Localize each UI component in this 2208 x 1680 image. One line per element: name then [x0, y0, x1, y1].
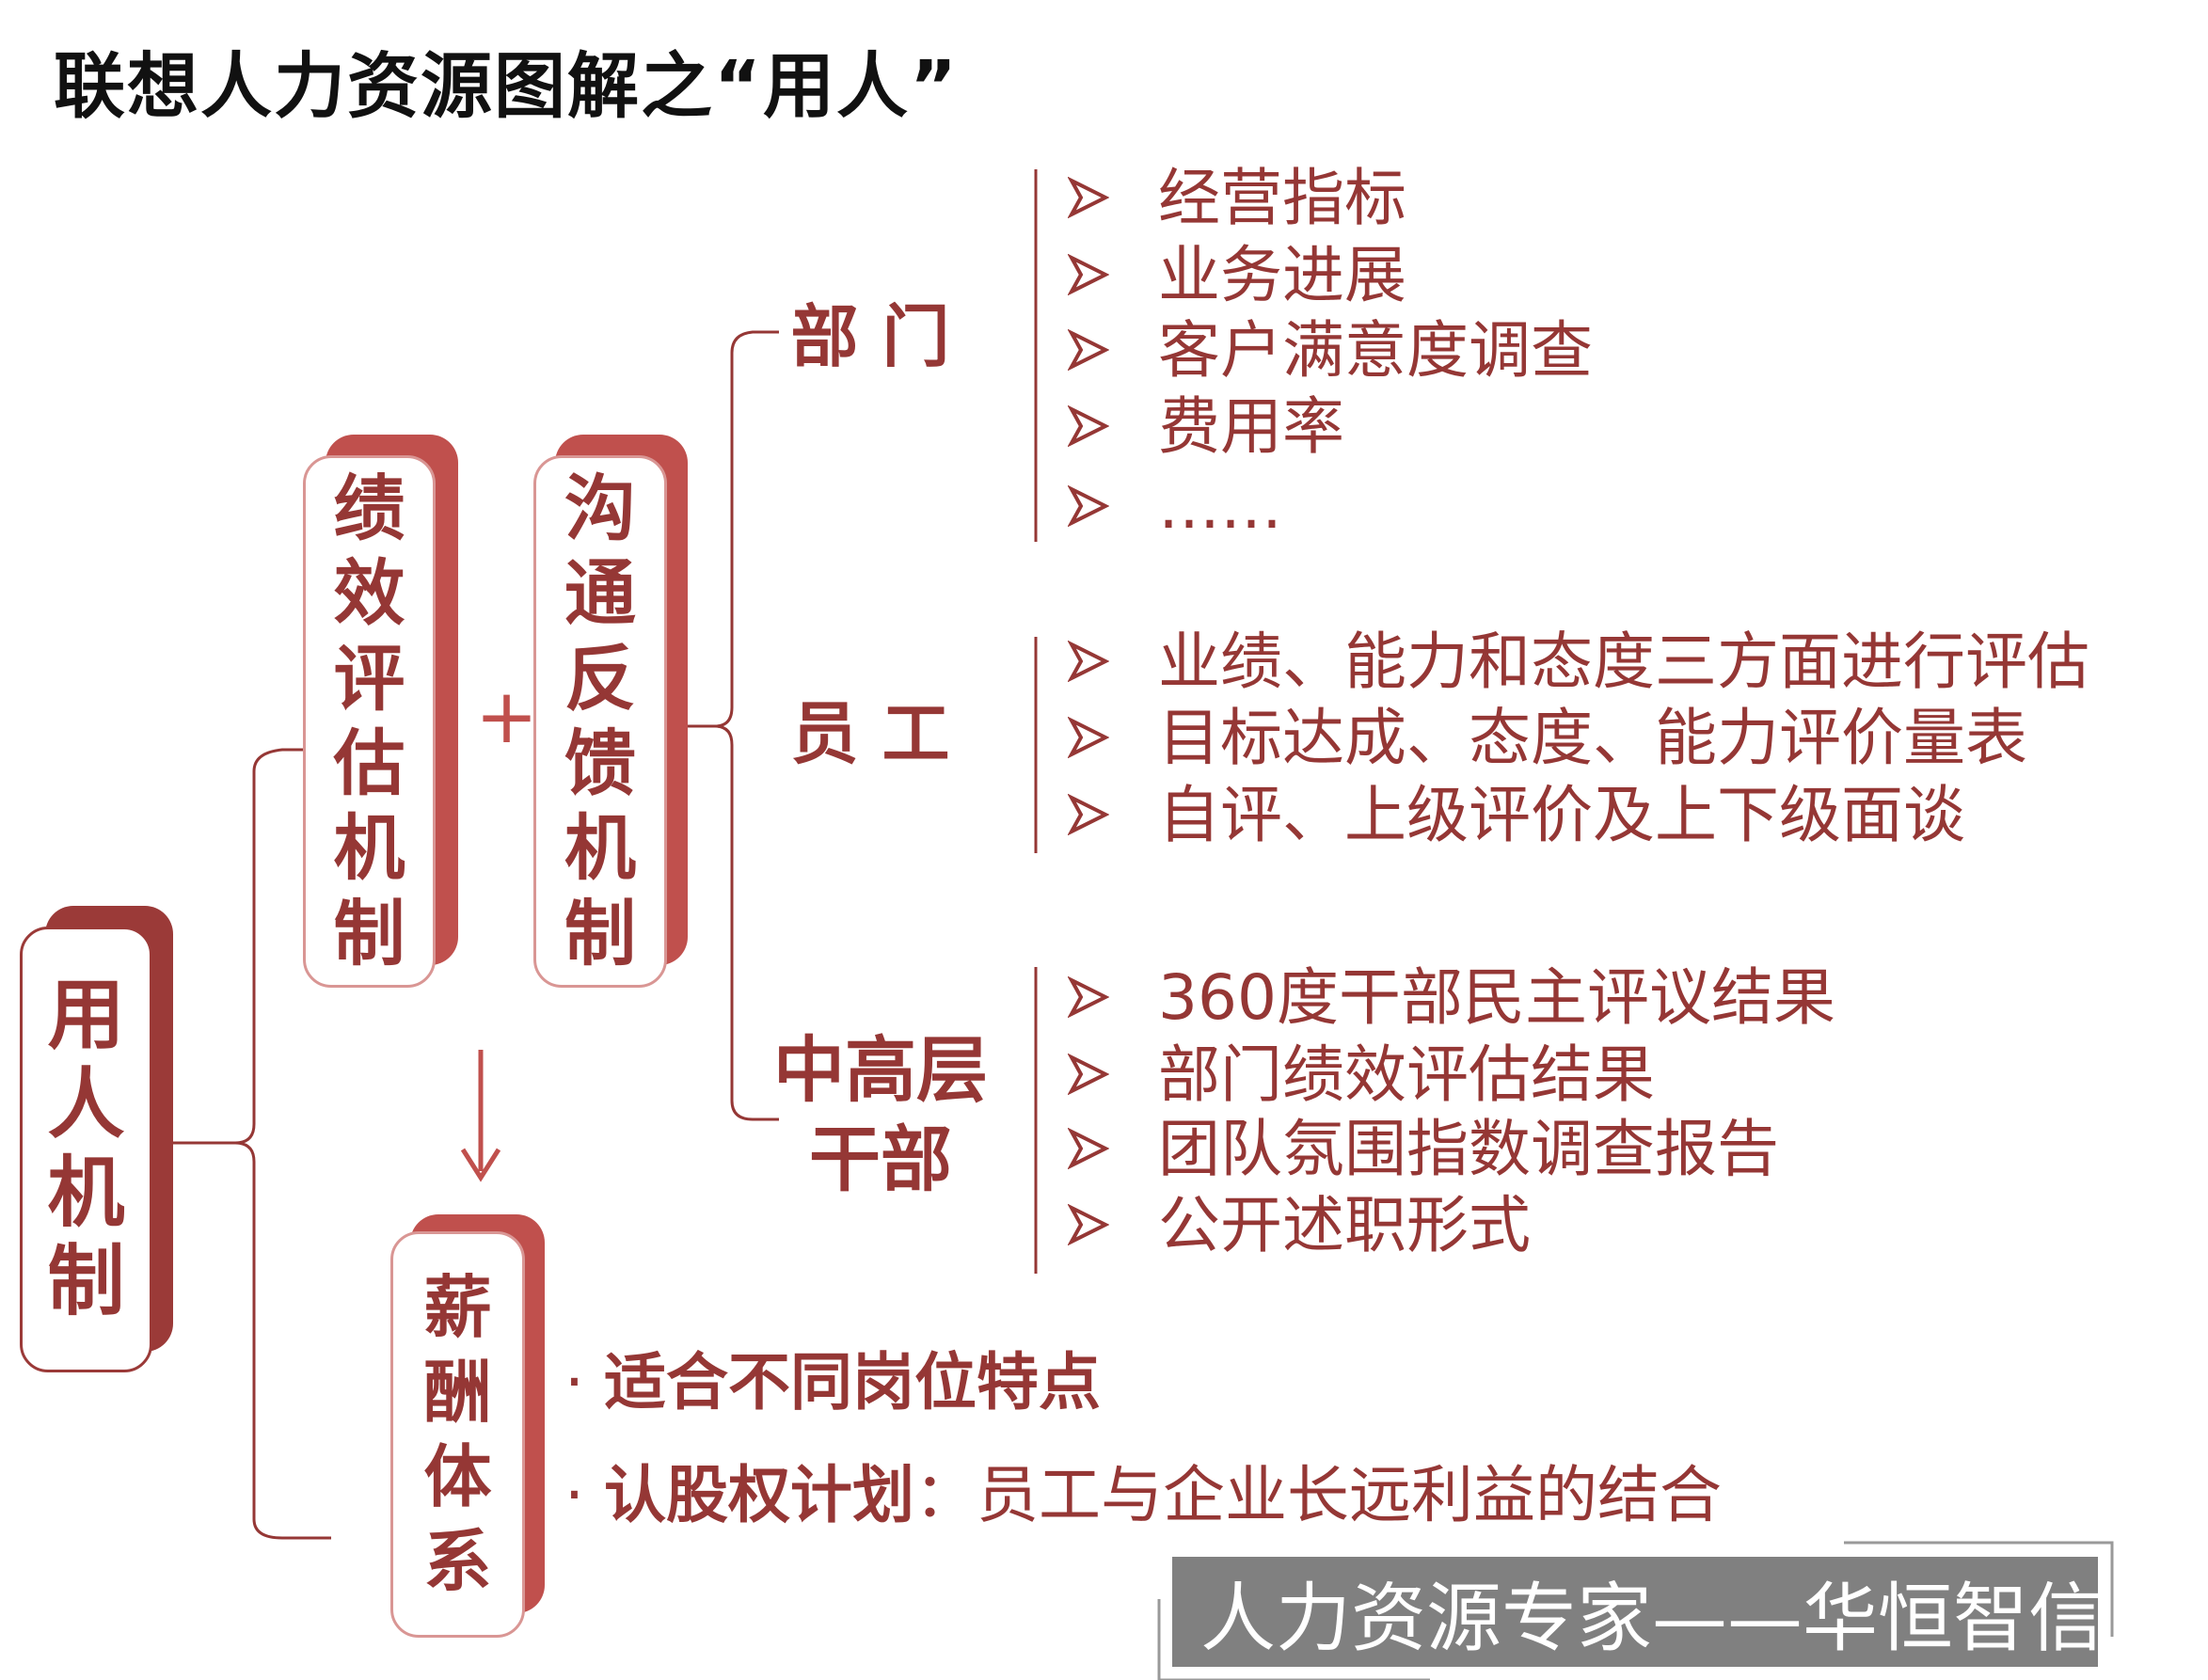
arrow-bullet-icon	[1068, 329, 1109, 371]
list-item: 目标达成、态度、能力评价量表	[1158, 702, 2027, 774]
footer-banner: 人力资源专家——华恒智信	[1172, 1557, 2104, 1667]
comp-point: · 适合不同岗位特点	[564, 1332, 1101, 1422]
performance-label: 绩效评估机制	[333, 466, 405, 975]
group-label-senior: 中高层干部	[773, 1028, 988, 1201]
list-item: 自评、上级评价及上下级面谈	[1158, 779, 1965, 851]
arrow-bullet-icon	[1068, 794, 1109, 835]
root-label: 用人机制	[47, 971, 125, 1327]
arrow-bullet-icon	[1068, 254, 1109, 295]
compensation-label: 薪酬体系	[423, 1268, 492, 1601]
arrow-bullet-icon	[1068, 485, 1109, 527]
list-item: 公开述职形式	[1158, 1189, 1531, 1261]
arrow-bullet-icon	[1068, 1128, 1109, 1169]
feedback-label: 沟通反馈机制	[564, 466, 636, 975]
group-label-dept: 部 门	[790, 297, 950, 376]
group-label-staff: 员 工	[790, 694, 950, 773]
plus-sign: +	[475, 673, 539, 760]
down-arrow-icon	[460, 1050, 501, 1182]
feedback-card: 沟通反馈机制	[533, 455, 667, 988]
list-item: 费用率	[1158, 390, 1344, 463]
root-card: 用人机制	[20, 927, 152, 1372]
footer-corner-tr	[1844, 1541, 2114, 1637]
list-item: 部门绩效评估结果	[1158, 1038, 1655, 1111]
page-title: 联想人力资源图解之“用人”	[54, 44, 959, 128]
comp-point: · 认股权计划：员工与企业长远利益的结合	[564, 1445, 1722, 1535]
comp-point-title: 认股权计划	[603, 1459, 914, 1531]
list-item: 业绩、能力和态度三方面进行评估	[1158, 626, 2089, 698]
compensation-card: 薪酬体系	[390, 1231, 525, 1638]
arrow-bullet-icon	[1068, 1204, 1109, 1245]
list-item: 经营指标	[1158, 162, 1406, 234]
root-bracket	[173, 748, 331, 1540]
comp-point-desc: ：员工与企业长远利益的结合	[913, 1459, 1722, 1531]
arrow-bullet-icon	[1068, 405, 1109, 447]
list-item: 团队氛围指数调查报告	[1158, 1113, 1779, 1185]
feedback-bracket	[688, 330, 779, 1121]
arrow-bullet-icon	[1068, 641, 1109, 682]
list-item: ……	[1158, 470, 1282, 543]
arrow-bullet-icon	[1068, 177, 1109, 218]
list-item: 客户满意度调查	[1158, 314, 1593, 387]
bullet: ·	[564, 1459, 584, 1531]
bullet: ·	[564, 1346, 584, 1418]
list-item: 业务进展	[1158, 239, 1406, 311]
footer-corner-bl	[1157, 1599, 1430, 1680]
comp-point-title: 适合不同岗位特点	[603, 1346, 1101, 1418]
performance-card: 绩效评估机制	[303, 455, 436, 988]
arrow-bullet-icon	[1068, 717, 1109, 758]
list-item: 360度干部民主评议结果	[1158, 961, 1835, 1034]
arrow-bullet-icon	[1068, 976, 1109, 1018]
arrow-bullet-icon	[1068, 1054, 1109, 1095]
